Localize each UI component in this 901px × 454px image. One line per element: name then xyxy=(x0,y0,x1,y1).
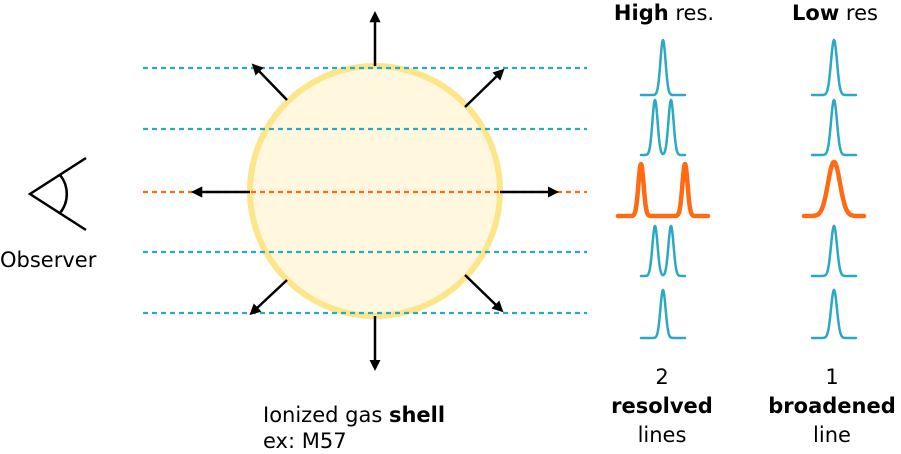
low-res-desc-rest: line xyxy=(813,423,851,447)
shell-label-prefix: Ionized gas xyxy=(263,403,389,427)
shell-example: ex: M57 xyxy=(263,429,347,453)
low-res-line-profile xyxy=(810,224,858,278)
high-res-line-profile xyxy=(639,288,687,340)
high-res-line-profile xyxy=(639,224,687,278)
low-res-line-profile xyxy=(801,159,867,219)
observer-label: Observer xyxy=(0,248,97,272)
high-res-count: 2 xyxy=(655,365,669,389)
low-res-profiles xyxy=(801,38,867,340)
expansion-arrow-upleft xyxy=(251,63,288,101)
expansion-arrows xyxy=(191,11,559,371)
high-res-title-rest: res. xyxy=(668,1,715,25)
high-res-line-profile xyxy=(639,38,687,97)
expansion-arrow-downleft xyxy=(249,279,288,316)
low-res-title-bold: Low xyxy=(792,1,840,25)
high-res-profiles xyxy=(615,38,711,340)
low-res-desc-bold: broadened xyxy=(768,394,896,418)
shell-label-bold: shell xyxy=(388,403,446,427)
low-res-title-rest: res xyxy=(839,1,878,25)
low-res-count: 1 xyxy=(825,365,839,389)
low-res-line-profile xyxy=(810,288,858,340)
low-res-line-profile xyxy=(810,38,858,97)
shell-label: Ionized gas shell xyxy=(263,402,445,428)
high-res-title: High res. xyxy=(614,0,714,26)
high-res-line-profile xyxy=(615,161,711,219)
high-res-desc-bold: resolved xyxy=(611,394,713,418)
low-res-line-profile xyxy=(810,98,858,157)
high-res-title-bold: High xyxy=(613,1,669,25)
expansion-arrow-upright xyxy=(464,68,505,108)
expansion-arrow-downright xyxy=(464,274,504,313)
eye-icon xyxy=(27,156,87,232)
high-res-desc-rest: lines xyxy=(637,423,687,447)
low-res-title: Low res xyxy=(792,0,878,26)
high-res-line-profile xyxy=(639,98,687,157)
